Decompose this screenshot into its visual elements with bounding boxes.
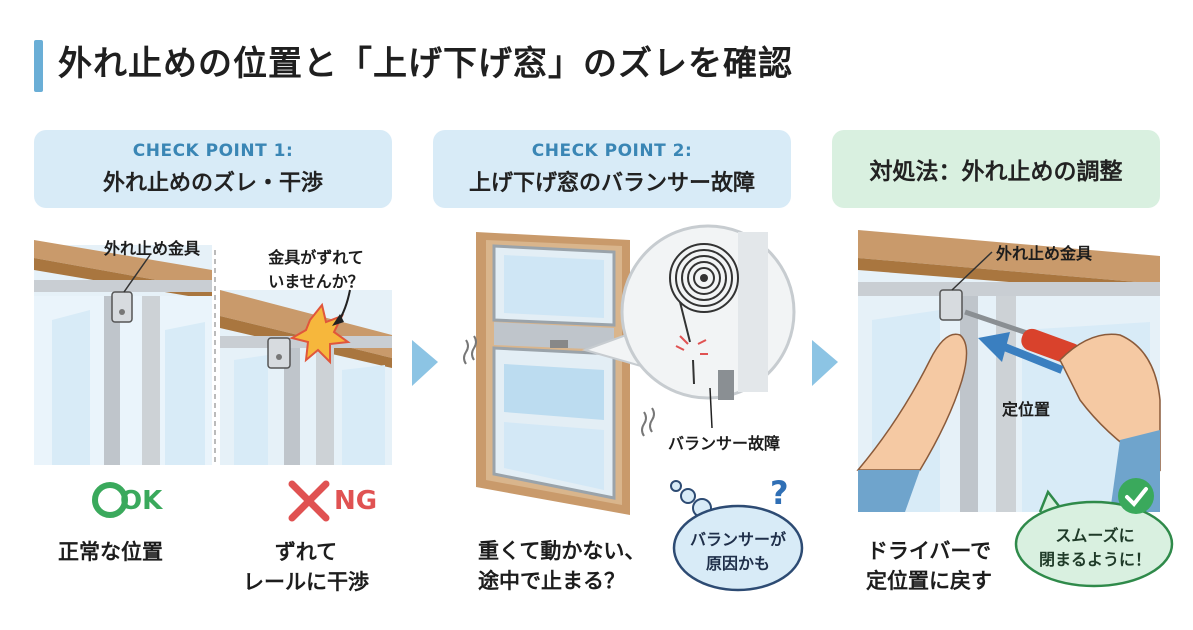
bracket-label-p3: 外れ止め金具: [996, 244, 1093, 263]
ok-caption: 正常な位置: [58, 540, 163, 564]
panel-2-header: CHECK POINT 2: 上げ下げ窓のバランサー故障: [433, 130, 791, 208]
thought-line-1: バランサーが: [689, 530, 786, 549]
p2-caption: 重くて動かない、 途中で止まる？: [478, 536, 645, 596]
ok-circle-icon: [92, 482, 128, 518]
panel-2-heading: 上げ下げ窓のバランサー故障: [468, 171, 755, 196]
question-mark-icon: ?: [770, 474, 789, 512]
question-line-2: いませんか？: [268, 272, 364, 291]
title-accent-bar: [34, 40, 43, 92]
thought-bubble: [670, 480, 804, 592]
balancer-label: バランサー故障: [668, 434, 781, 453]
thought-line-2: 原因かも: [705, 554, 770, 573]
ng-caption-line-1: ずれて: [274, 540, 338, 564]
collision-burst-icon: [289, 302, 351, 365]
chevron-right-icon: [812, 340, 838, 386]
thought-bubble-text: バランサーが 原因かも: [678, 526, 798, 574]
panel-3-header: 対処法：外れ止めの調整: [832, 130, 1160, 208]
ng-caption-line-2: レールに干渉: [243, 570, 369, 594]
speech-bubble: [1014, 478, 1174, 588]
vibration-icon: [463, 339, 469, 365]
bracket-label-p1: 外れ止め金具: [104, 239, 201, 258]
p3-caption-line-2: 定位置に戻す: [866, 569, 992, 593]
p3-caption-line-1: ドライバーで: [866, 539, 992, 563]
bracket-adjusted: [939, 289, 963, 321]
arrow-icon: [332, 314, 344, 326]
question-line-1: 金具がずれて: [268, 248, 364, 267]
direction-arrow-icon: [1000, 342, 1064, 374]
ok-label: OK: [120, 486, 163, 516]
panel-1-subtitle: CHECK POINT 1:: [132, 141, 294, 161]
speech-line-2: 閉まるように！: [1038, 550, 1151, 569]
position-label: 定位置: [1002, 400, 1051, 419]
spring-coil-icon: [669, 243, 739, 313]
ok-window-illustration: [34, 240, 212, 465]
adjustment-illustration: [856, 230, 1161, 512]
p2-caption-line-2: 途中で止まる？: [478, 569, 625, 593]
ng-window-illustration: [220, 289, 392, 465]
ng-label: NG: [334, 486, 378, 516]
screwdriver-icon: [964, 309, 1031, 337]
break-spark-icon: [675, 335, 708, 355]
panel-2-subtitle: CHECK POINT 2:: [531, 141, 693, 161]
panel-1-heading: 外れ止めのズレ・干渉: [102, 171, 323, 196]
p2-caption-line-1: 重くて動かない、: [478, 539, 646, 563]
balancer-magnifier: [581, 224, 796, 429]
ng-cross-icon: [288, 480, 330, 522]
right-hand-icon: [1059, 333, 1161, 472]
ng-caption: ずれて レールに干渉: [226, 536, 386, 596]
panel-1-header: CHECK POINT 1: 外れ止めのズレ・干渉: [34, 130, 392, 208]
p3-caption: ドライバーで 定位置に戻す: [854, 536, 1004, 596]
speech-line-1: スムーズに: [1055, 526, 1135, 545]
sash-window-illustration: [463, 232, 655, 515]
bracket-misaligned: [267, 337, 291, 369]
speech-bubble-text: スムーズに 閉まるように！: [1030, 522, 1160, 570]
check-icon: [1118, 478, 1154, 514]
question-callout: 金具がずれて いませんか？: [248, 244, 384, 292]
page-title: 外れ止めの位置と「上げ下げ窓」のズレを確認: [58, 44, 793, 84]
chevron-right-icon: [412, 340, 438, 386]
left-hand-icon: [856, 333, 968, 471]
panel-3-heading: 対処法：外れ止めの調整: [869, 159, 1123, 185]
bracket-normal: [111, 291, 133, 323]
